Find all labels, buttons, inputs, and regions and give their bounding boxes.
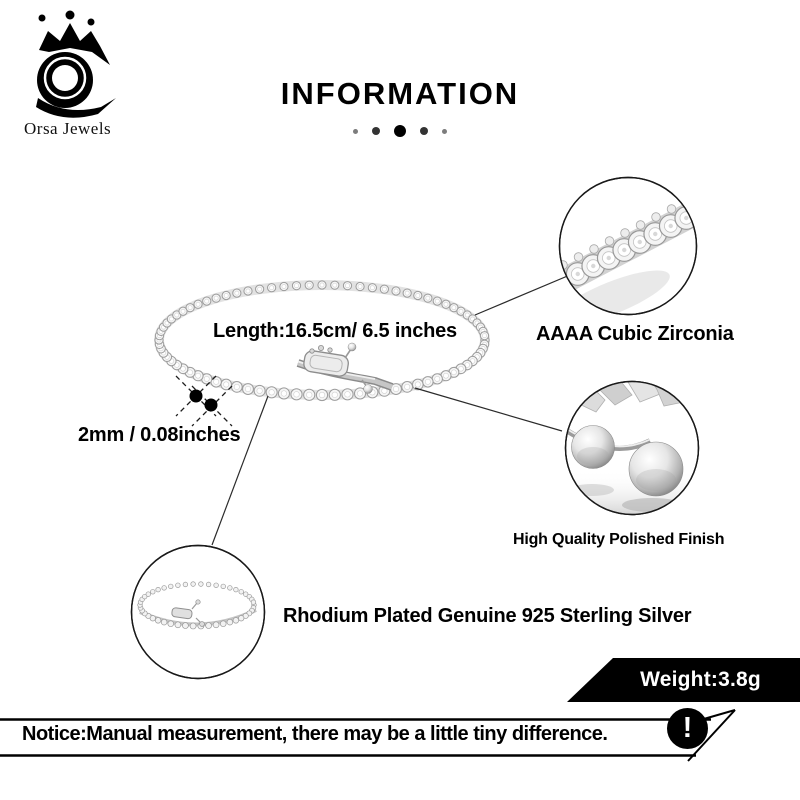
dot-large [394, 125, 406, 137]
width-label: 2mm / 0.08inches [78, 424, 241, 446]
title-separator-dots [0, 124, 800, 138]
brand-name: Orsa Jewels [24, 119, 112, 138]
zoom-circle-finish [564, 380, 700, 516]
connector-line-stone [474, 271, 578, 316]
zoom-circle-stone [558, 176, 698, 316]
material-callout-label: Rhodium Plated Genuine 925 Sterling Silv… [283, 605, 692, 627]
width-marker [175, 375, 233, 427]
notice-text: Notice:Manual measurement, there may be … [22, 723, 608, 745]
width-marker-dot [204, 398, 218, 412]
page-title: INFORMATION [280, 76, 520, 111]
dot-medium [420, 127, 428, 135]
brand-logo-icon [36, 10, 116, 118]
stone-callout-label: AAAA Cubic Zirconia [536, 323, 734, 345]
dot-small [353, 128, 358, 134]
mini-bracelet-stones [137, 581, 257, 630]
connector-line-finish [414, 387, 563, 432]
dot-small [442, 128, 447, 134]
clasp-illustration [296, 342, 394, 394]
notice-ribbon-lines [0, 709, 736, 762]
finish-callout-label: High Quality Polished Finish [513, 531, 725, 548]
length-label: Length:16.5cm/ 6.5 inches [213, 320, 457, 342]
exclamation-icon: ! [667, 708, 708, 749]
dot-medium [372, 127, 380, 135]
weight-label: Weight:3.8g [640, 668, 761, 691]
connector-line-material [211, 395, 269, 546]
zoom-circle-bracelet [130, 544, 266, 680]
width-marker-dot [189, 389, 203, 403]
weight-badge: Weight:3.8g [567, 658, 800, 702]
